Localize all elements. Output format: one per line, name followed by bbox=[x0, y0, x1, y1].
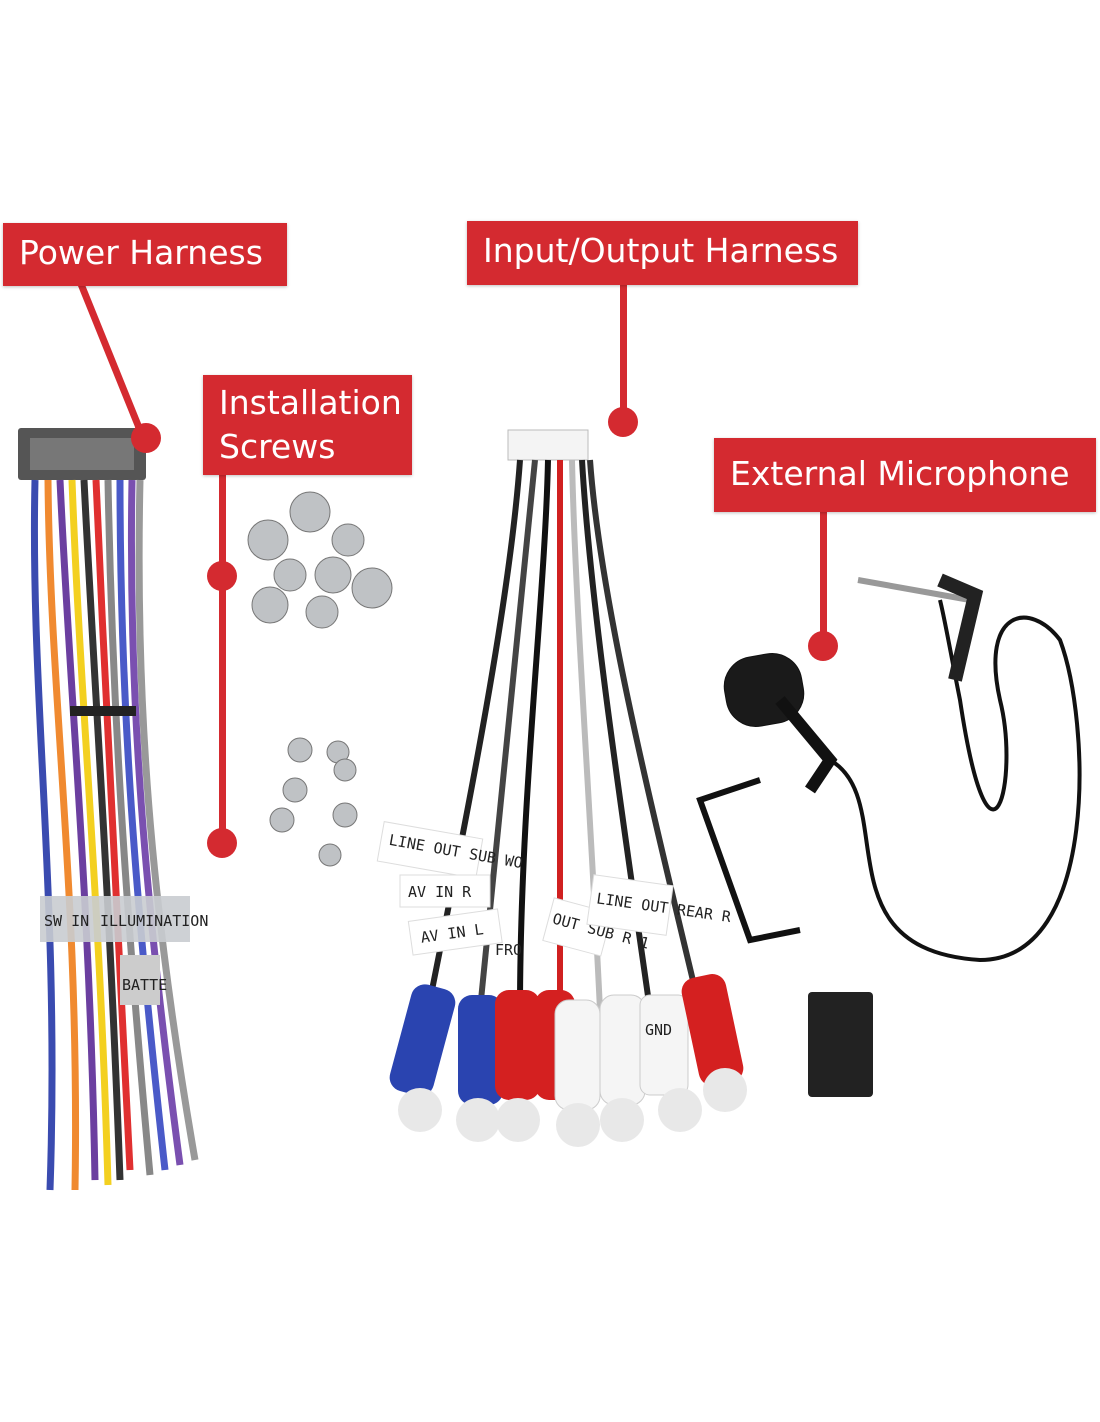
power-harness-dot bbox=[131, 423, 161, 453]
screws-dot-2 bbox=[207, 828, 237, 858]
io-harness-leader bbox=[620, 284, 627, 424]
tag-illumination: ILLUMINATION bbox=[100, 912, 208, 930]
microphone-dot bbox=[808, 631, 838, 661]
screws-dot-1 bbox=[207, 561, 237, 591]
microphone-illustration bbox=[696, 573, 1082, 1097]
power-harness-text: Power Harness bbox=[19, 233, 263, 272]
installation-screws-label: Installation Screws bbox=[203, 375, 412, 475]
external-microphone-text: External Microphone bbox=[730, 454, 1070, 493]
tag-gnd: GND bbox=[645, 1021, 672, 1039]
tag-battery: BATTE bbox=[122, 976, 167, 994]
installation-screws-text-2: Screws bbox=[219, 427, 336, 466]
tag-av-in-r: AV IN R bbox=[408, 883, 472, 901]
io-harness-label: Input/Output Harness bbox=[467, 221, 858, 285]
screws-leader bbox=[219, 470, 226, 845]
installation-screws-text-1: Installation bbox=[219, 383, 402, 422]
io-harness-dot bbox=[608, 407, 638, 437]
io-harness-illustration: LINE OUT SUB WO AV IN R AV IN L FRO OUT … bbox=[376, 429, 747, 1147]
io-harness-text: Input/Output Harness bbox=[483, 231, 839, 270]
microphone-leader bbox=[820, 510, 827, 648]
power-harness-illustration: SW IN ILLUMINATION BATTE bbox=[18, 428, 208, 1191]
external-microphone-label: External Microphone bbox=[714, 438, 1096, 512]
power-harness-label: Power Harness bbox=[3, 223, 287, 286]
tag-fro: FRO bbox=[495, 941, 522, 959]
tag-sw-in: SW IN bbox=[44, 912, 89, 930]
screws-illustration bbox=[247, 491, 393, 867]
